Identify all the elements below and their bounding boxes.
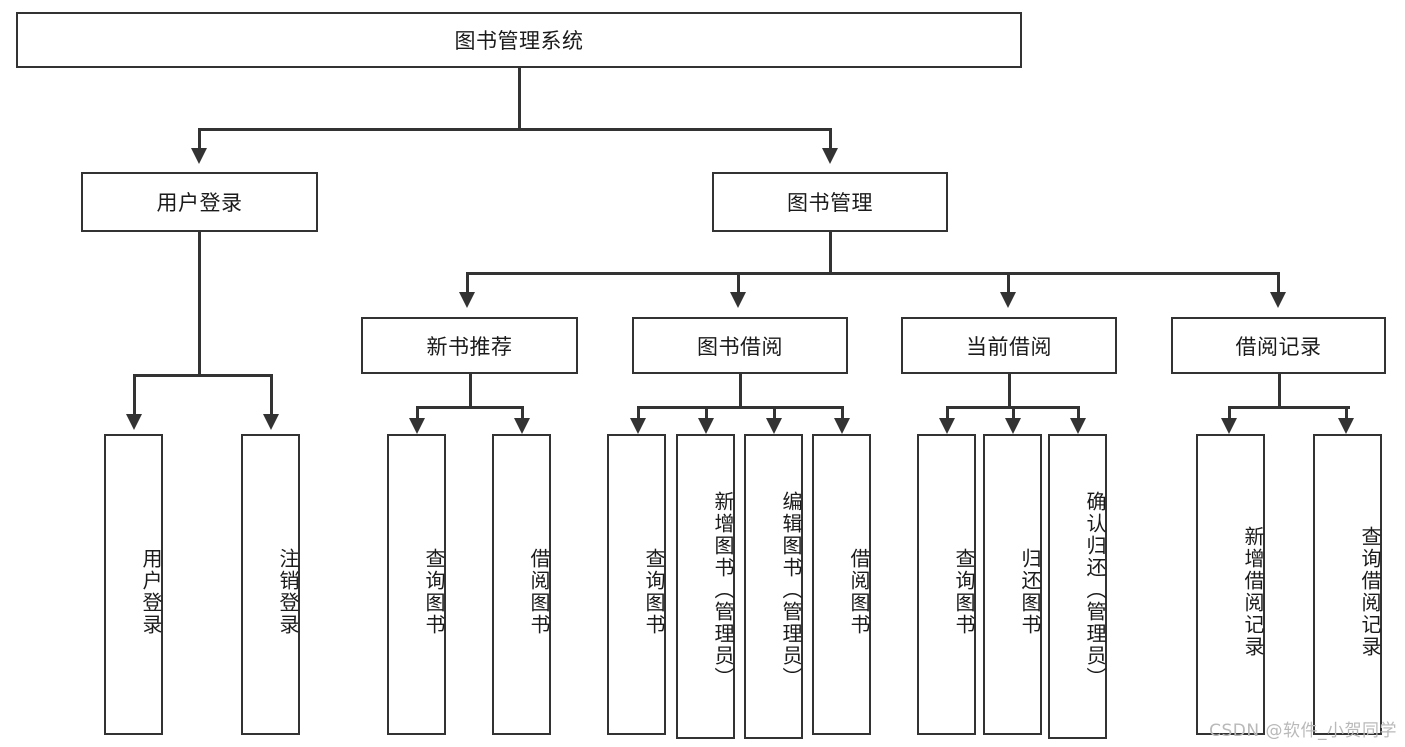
node-leaf-query-book-2-label: 查询图书: [642, 547, 666, 636]
connector-to-book-borrow: [737, 272, 740, 294]
connector-to-user-login: [198, 128, 201, 150]
connector-borrow-record-child-1: [1228, 406, 1231, 420]
connector-book-borrow-bar: [637, 406, 844, 409]
arrow-new-book-rec-child-1: [409, 418, 425, 434]
connector-to-book-manage: [829, 128, 832, 150]
node-leaf-add-record-label: 新增借阅记录: [1241, 525, 1265, 658]
node-book-manage-label: 图书管理: [787, 191, 873, 215]
arrow-current-borrow-child-2: [1005, 418, 1021, 434]
connector-root-stem: [518, 68, 521, 128]
node-leaf-edit-book[interactable]: 编辑图书（管理员）: [744, 434, 803, 739]
node-leaf-user-login[interactable]: 用户登录: [104, 434, 163, 735]
node-new-book-rec[interactable]: 新书推荐: [361, 317, 578, 374]
connector-current-borrow-child-1: [946, 406, 949, 420]
arrow-new-book-rec-child-2: [514, 418, 530, 434]
connector-new-book-rec-child-2: [521, 406, 524, 420]
node-leaf-logout[interactable]: 注销登录: [241, 434, 300, 735]
connector-level3-bar: [466, 272, 1280, 275]
arrow-to-new-book-rec: [459, 292, 475, 308]
arrow-to-book-manage: [822, 148, 838, 164]
node-book-borrow-label: 图书借阅: [697, 334, 783, 359]
node-leaf-borrow-book-2[interactable]: 借阅图书: [812, 434, 871, 735]
node-root[interactable]: 图书管理系统: [16, 12, 1022, 68]
node-leaf-query-book-1-label: 查询图书: [422, 547, 446, 636]
node-borrow-record-label: 借阅记录: [1235, 334, 1322, 359]
node-leaf-query-book-2[interactable]: 查询图书: [607, 434, 666, 735]
node-root-label: 图书管理系统: [454, 29, 584, 53]
connector-new-book-rec-child-1: [416, 406, 419, 420]
node-borrow-record[interactable]: 借阅记录: [1171, 317, 1386, 374]
node-leaf-query-record[interactable]: 查询借阅记录: [1313, 434, 1382, 735]
connector-book-borrow-child-3: [773, 406, 776, 420]
node-leaf-query-book-1[interactable]: 查询图书: [387, 434, 446, 735]
node-leaf-confirm-return[interactable]: 确认归还（管理员）: [1048, 434, 1107, 739]
arrow-borrow-record-child-2: [1338, 418, 1354, 434]
arrow-current-borrow-child-3: [1070, 418, 1086, 434]
connector-borrow-record-bar: [1228, 406, 1350, 409]
connector-user-login-child-2: [270, 374, 273, 416]
connector-to-new-book-rec: [466, 272, 469, 294]
node-leaf-query-record-label: 查询借阅记录: [1358, 525, 1382, 658]
node-new-book-rec-label: 新书推荐: [426, 334, 513, 359]
node-book-borrow[interactable]: 图书借阅: [632, 317, 848, 374]
connector-user-login-bar: [133, 374, 273, 377]
node-leaf-add-book-label: 新增图书（管理员）: [711, 490, 735, 689]
connector-book-borrow-child-4: [841, 406, 844, 420]
arrow-user-login-child-1: [126, 414, 142, 430]
connector-to-current-borrow: [1007, 272, 1010, 294]
arrow-current-borrow-child-1: [939, 418, 955, 434]
connector-book-manage-stem: [829, 232, 832, 272]
connector-borrow-record-stem: [1278, 374, 1281, 406]
arrow-to-user-login: [191, 148, 207, 164]
arrow-to-book-borrow: [730, 292, 746, 308]
connector-book-borrow-child-2: [705, 406, 708, 420]
arrow-to-borrow-record: [1270, 292, 1286, 308]
node-leaf-borrow-book-2-label: 借阅图书: [847, 547, 871, 636]
node-leaf-query-book-3-label: 查询图书: [952, 547, 976, 636]
arrow-book-borrow-child-2: [698, 418, 714, 434]
node-leaf-return-book[interactable]: 归还图书: [983, 434, 1042, 735]
connector-user-login-stem: [198, 232, 201, 374]
node-leaf-edit-book-label: 编辑图书（管理员）: [779, 490, 803, 689]
connector-book-borrow-child-1: [637, 406, 640, 420]
node-current-borrow-label: 当前借阅: [966, 334, 1052, 359]
node-leaf-logout-label: 注销登录: [276, 547, 300, 636]
node-user-login[interactable]: 用户登录: [81, 172, 318, 232]
arrow-to-current-borrow: [1000, 292, 1016, 308]
arrow-book-borrow-child-4: [834, 418, 850, 434]
node-leaf-borrow-book-1-label: 借阅图书: [527, 547, 551, 636]
node-leaf-user-login-label: 用户登录: [139, 547, 163, 636]
node-leaf-add-book[interactable]: 新增图书（管理员）: [676, 434, 735, 739]
arrow-borrow-record-child-1: [1221, 418, 1237, 434]
connector-current-borrow-child-3: [1077, 406, 1080, 420]
connector-current-borrow-stem: [1008, 374, 1011, 406]
node-current-borrow[interactable]: 当前借阅: [901, 317, 1117, 374]
arrow-user-login-child-2: [263, 414, 279, 430]
arrow-book-borrow-child-3: [766, 418, 782, 434]
connector-new-book-rec-bar: [416, 406, 524, 409]
node-leaf-add-record[interactable]: 新增借阅记录: [1196, 434, 1265, 735]
connector-borrow-record-child-2: [1345, 406, 1348, 420]
connector-to-borrow-record: [1277, 272, 1280, 294]
connector-level2-bar: [198, 128, 831, 131]
node-user-login-label: 用户登录: [156, 191, 243, 215]
node-leaf-return-book-label: 归还图书: [1018, 547, 1042, 636]
node-leaf-query-book-3[interactable]: 查询图书: [917, 434, 976, 735]
node-leaf-confirm-return-label: 确认归还（管理员）: [1083, 490, 1107, 689]
connector-user-login-child-1: [133, 374, 136, 416]
csdn-watermark: CSDN @软件_小贺同学: [1209, 721, 1397, 741]
node-leaf-borrow-book-1[interactable]: 借阅图书: [492, 434, 551, 735]
connector-book-borrow-stem: [739, 374, 742, 406]
arrow-book-borrow-child-1: [630, 418, 646, 434]
node-book-manage[interactable]: 图书管理: [712, 172, 948, 232]
connector-new-book-rec-stem: [469, 374, 472, 406]
connector-current-borrow-child-2: [1012, 406, 1015, 420]
